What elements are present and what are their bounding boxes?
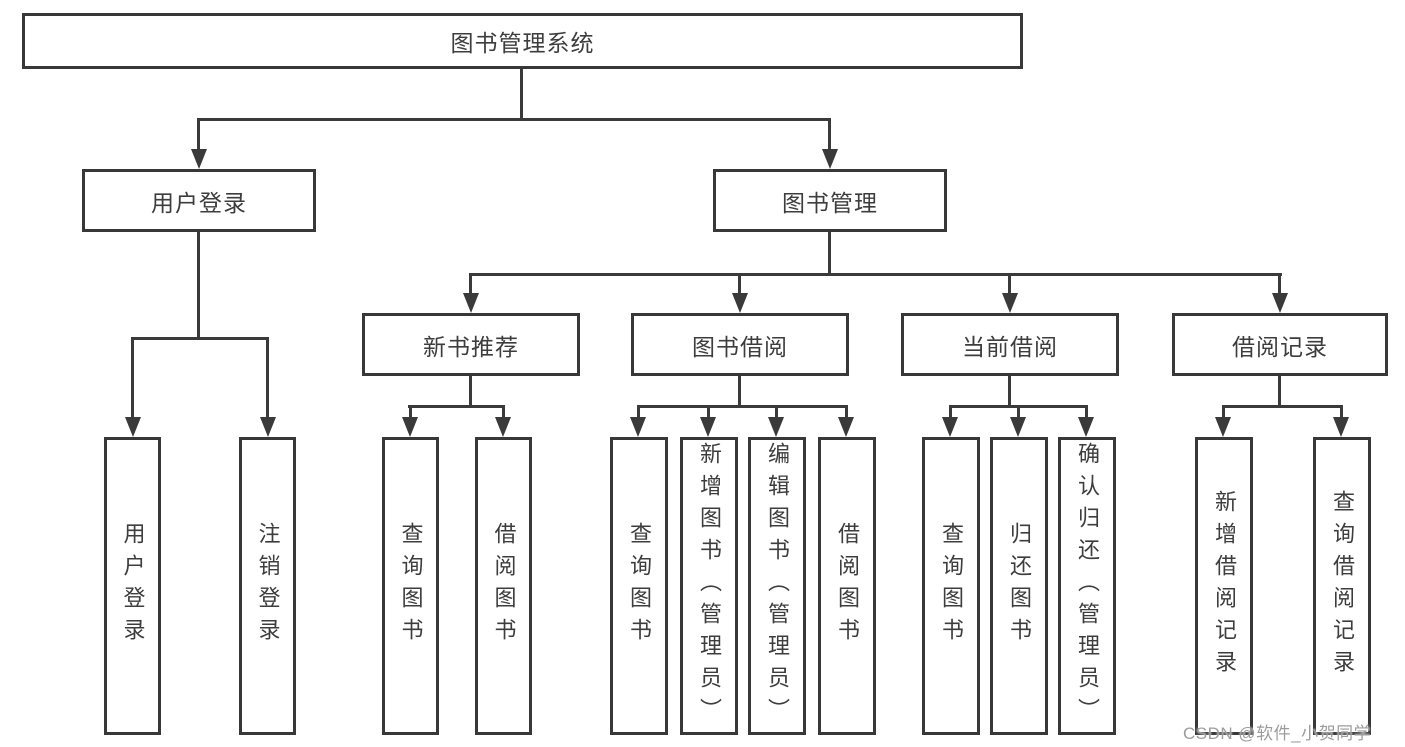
node-library-management-system: 图书管理系统 (22, 13, 1023, 69)
node-new-book-recommend: 新书推荐 (362, 313, 580, 376)
node-leaf-nb-query-books: 查询图书 (382, 437, 439, 735)
connector-arrow-line-current (1008, 273, 1011, 295)
connector-root-stem (520, 69, 523, 118)
node-label: 查询借阅记录 (1330, 490, 1355, 682)
connector-arrow-line-user-login (197, 118, 200, 151)
connector-records-bar (1222, 405, 1343, 408)
node-leaf-bb-borrow-books: 借阅图书 (818, 437, 876, 735)
node-label: 编辑图书（管理员） (765, 442, 790, 730)
connector-current-stem (1008, 376, 1011, 407)
arrow-down-icon (1002, 293, 1018, 313)
connector-new-book-bar (408, 405, 505, 408)
node-leaf-cb-query-books: 查询图书 (922, 437, 980, 735)
node-borrow-records: 借阅记录 (1172, 313, 1388, 376)
connector-borrow-stem (738, 376, 741, 407)
node-label: 查询图书 (939, 522, 964, 650)
connector-arrow-line-bb-query (637, 405, 640, 419)
connector-arrow-line-records (1278, 273, 1281, 295)
connector-book-mgmt-stem (828, 232, 831, 275)
arrow-down-icon (191, 149, 207, 169)
arrow-down-icon (260, 417, 276, 437)
node-label: 借阅记录 (1232, 333, 1328, 360)
node-label: 借阅图书 (491, 522, 517, 650)
arrow-down-icon (942, 417, 958, 437)
node-label: 新书推荐 (423, 333, 519, 360)
node-leaf-bb-edit-books-admin: 编辑图书（管理员） (748, 437, 806, 735)
arrow-down-icon (732, 293, 748, 313)
node-book-management: 图书管理 (713, 169, 947, 232)
connector-arrow-line-cb-query (949, 405, 952, 419)
connector-arrow-line-bb-add (707, 405, 710, 419)
node-current-borrow: 当前借阅 (901, 313, 1119, 376)
connector-user-login-stem (197, 232, 200, 337)
node-leaf-bb-add-books-admin: 新增图书（管理员） (680, 437, 738, 735)
node-label: 新增图书（管理员） (697, 442, 722, 730)
node-label: 查询图书 (398, 522, 424, 650)
connector-arrow-line-br-query (1340, 405, 1343, 419)
node-label: 确认归还（管理员） (1075, 442, 1100, 730)
connector-arrow-line-nb-borrow (502, 405, 505, 419)
node-leaf-cb-confirm-return-admin: 确认归还（管理员） (1058, 437, 1116, 735)
arrow-down-icon (700, 417, 716, 437)
node-leaf-nb-borrow-books: 借阅图书 (475, 437, 532, 735)
node-leaf-br-query-record: 查询借阅记录 (1313, 437, 1371, 735)
connector-borrow-bar (637, 405, 848, 408)
node-leaf-bb-query-books: 查询图书 (610, 437, 668, 735)
arrow-down-icon (463, 293, 479, 313)
connector-arrow-line-ul-logout (266, 337, 269, 419)
arrow-down-icon (630, 417, 646, 437)
node-leaf-cb-return-books: 归还图书 (990, 437, 1048, 735)
node-label: 当前借阅 (962, 333, 1058, 360)
node-user-login: 用户登录 (82, 169, 316, 232)
arrow-down-icon (1272, 293, 1288, 313)
node-label: 归还图书 (1007, 522, 1032, 650)
node-leaf-user-login: 用户登录 (104, 437, 161, 735)
node-label: 注销登录 (255, 522, 281, 650)
node-label: 用户登录 (120, 522, 146, 650)
arrow-down-icon (1010, 417, 1026, 437)
connector-arrow-line-borrow (738, 273, 741, 295)
arrow-down-icon (1215, 417, 1231, 437)
node-leaf-br-add-record: 新增借阅记录 (1195, 437, 1253, 735)
node-label: 查询图书 (627, 522, 652, 650)
arrow-down-icon (1333, 417, 1349, 437)
csdn-watermark: CSDN @软件_小贺同学 (1183, 724, 1372, 743)
arrow-down-icon (495, 417, 511, 437)
connector-level3-bar (469, 273, 1282, 276)
node-label: 图书管理 (782, 189, 878, 216)
connector-arrow-line-bb-borrow (845, 405, 848, 419)
connector-arrow-line-new-book (469, 273, 472, 295)
arrow-down-icon (402, 417, 418, 437)
connector-level2-bar (197, 118, 831, 121)
connector-arrow-line-nb-query (409, 405, 412, 419)
connector-arrow-line-book-mgmt (828, 118, 831, 151)
connector-records-stem (1278, 376, 1281, 407)
node-label: 图书借阅 (692, 333, 788, 360)
arrow-down-icon (1078, 417, 1094, 437)
arrow-down-icon (125, 417, 141, 437)
node-label: 图书管理系统 (450, 30, 595, 56)
node-label: 借阅图书 (835, 522, 860, 650)
arrow-down-icon (838, 417, 854, 437)
connector-arrow-line-cb-confirm (1085, 405, 1088, 419)
connector-arrow-line-bb-edit (775, 405, 778, 419)
node-label: 用户登录 (151, 189, 247, 216)
connector-new-book-stem (469, 376, 472, 407)
connector-arrow-line-cb-return (1017, 405, 1020, 419)
node-leaf-logout: 注销登录 (239, 437, 296, 735)
connector-user-login-bar (131, 337, 269, 340)
node-book-borrow: 图书借阅 (631, 313, 849, 376)
node-label: 新增借阅记录 (1212, 490, 1237, 682)
arrow-down-icon (822, 149, 838, 169)
arrow-down-icon (768, 417, 784, 437)
connector-arrow-line-ul-login (131, 337, 134, 419)
connector-arrow-line-br-add (1222, 405, 1225, 419)
